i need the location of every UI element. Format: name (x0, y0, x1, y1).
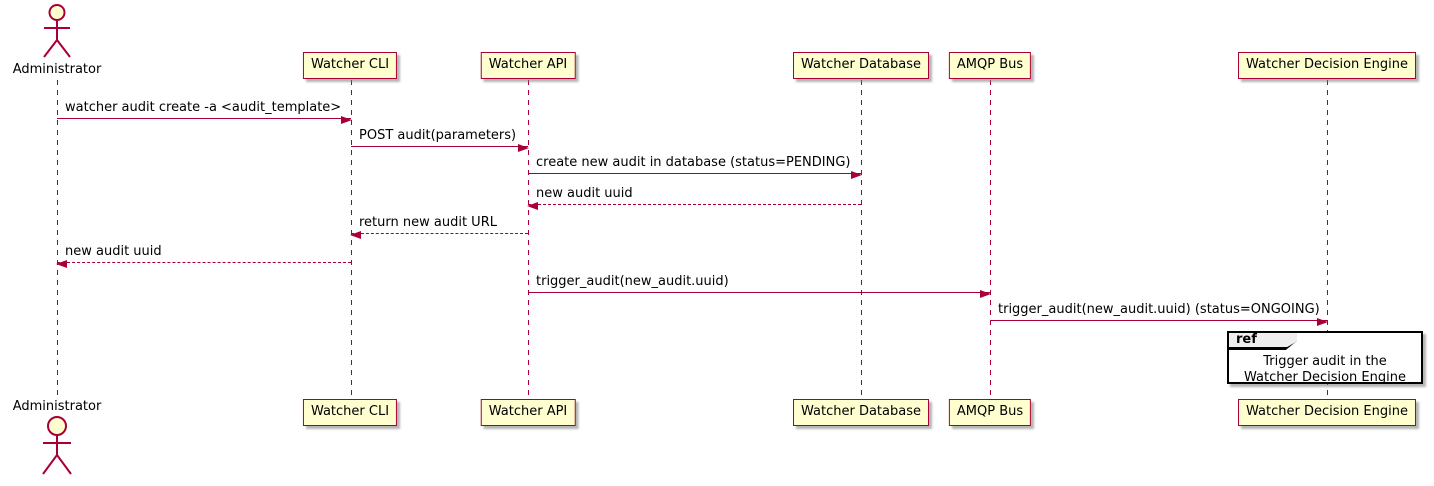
participant-watcher-api-top: Watcher API (480, 52, 576, 79)
message-label: POST audit(parameters) (359, 128, 517, 143)
arrow-head-icon (518, 143, 529, 152)
message-label: trigger_audit(new_audit.uuid) (536, 274, 729, 289)
arrow-head-icon (980, 289, 991, 298)
message-trigger-audit: trigger_audit(new_audit.uuid) (528, 274, 991, 298)
lifeline-watcher-decision-engine (1327, 80, 1328, 399)
message-label: return new audit URL (359, 215, 497, 230)
participant-watcher-database-bottom: Watcher Database (793, 399, 929, 426)
arrow-head-icon (1317, 317, 1328, 326)
message-label: trigger_audit(new_audit.uuid) (status=ON… (998, 302, 1320, 317)
message-new-audit-uuid-return: new audit uuid (527, 186, 861, 210)
ref-text-line: Trigger audit in the (1263, 354, 1387, 369)
ref-text: Trigger audit in the Watcher Decision En… (1229, 354, 1421, 386)
participant-watcher-cli-bottom: Watcher CLI (302, 399, 398, 426)
message-post-audit: POST audit(parameters) (351, 128, 529, 152)
participant-watcher-decision-engine-bottom: Watcher Decision Engine (1238, 399, 1416, 426)
lifeline-watcher-cli (351, 80, 352, 399)
arrow-head-icon (350, 230, 361, 239)
administrator-actor-icon (42, 416, 72, 475)
participant-watcher-cli-top: Watcher CLI (302, 52, 398, 79)
message-label: new audit uuid (536, 186, 633, 201)
ref-header-pentagon: ref (1227, 331, 1297, 350)
arrow-head-icon (341, 115, 352, 124)
participant-watcher-decision-engine-top: Watcher Decision Engine (1238, 52, 1416, 79)
ref-frame: ref Trigger audit in the Watcher Decisio… (1227, 331, 1423, 386)
message-return-audit-url: return new audit URL (350, 215, 528, 239)
message-trigger-audit-ongoing: trigger_audit(new_audit.uuid) (status=ON… (990, 302, 1328, 326)
lifeline-administrator (57, 80, 58, 399)
lifeline-watcher-database (861, 80, 862, 399)
lifeline-amqp-bus (990, 80, 991, 399)
administrator-actor-icon (43, 4, 71, 58)
actor-label-administrator-top: Administrator (12, 62, 102, 77)
participant-watcher-api-bottom: Watcher API (480, 399, 576, 426)
message-label: watcher audit create -a <audit_template> (65, 100, 342, 115)
arrow-head-icon (527, 201, 538, 210)
lifeline-watcher-api (528, 80, 529, 399)
participant-watcher-database-top: Watcher Database (793, 52, 929, 79)
message-label: create new audit in database (status=PEN… (536, 155, 851, 170)
message-audit-create: watcher audit create -a <audit_template> (57, 100, 352, 124)
arrow-head-icon (56, 259, 67, 268)
participant-amqp-bus-top: AMQP Bus (948, 52, 1032, 79)
message-new-audit-uuid-to-admin: new audit uuid (56, 244, 351, 268)
ref-text-line: Watcher Decision Engine (1244, 370, 1406, 385)
actor-label-administrator-bottom: Administrator (12, 399, 102, 414)
message-create-audit-db: create new audit in database (status=PEN… (528, 155, 862, 179)
participant-amqp-bus-bottom: AMQP Bus (948, 399, 1032, 426)
message-label: new audit uuid (65, 244, 162, 259)
ref-keyword: ref (1229, 333, 1297, 347)
arrow-head-icon (851, 170, 862, 179)
